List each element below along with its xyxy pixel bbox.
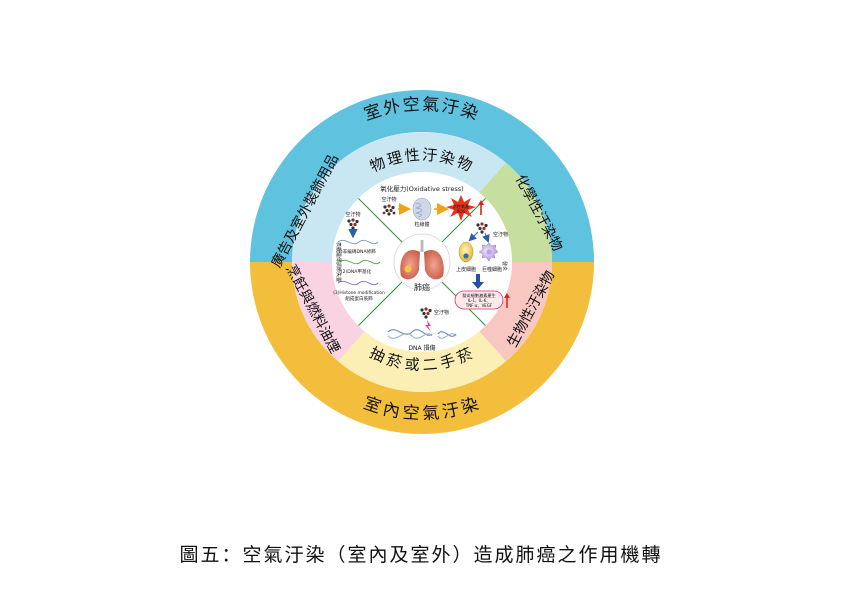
center-label: 肺癌	[414, 282, 430, 292]
bottom-pollutant-label: 空汙物	[434, 309, 449, 316]
right-pollutant-particles-icon	[476, 222, 488, 234]
right-increase-arrow-icon	[504, 293, 510, 308]
outer-ring-bottom	[250, 262, 594, 434]
left-pollutant-label: 空汙物	[345, 211, 360, 218]
dna-damage-label: DNA 損傷	[408, 344, 435, 352]
left-pollutant-particles-icon	[347, 218, 359, 230]
macrophage-icon	[478, 242, 499, 262]
dna-helix-icon	[387, 329, 457, 339]
cytokine-line-1: 發炎細胞激素產生	[462, 292, 496, 299]
quadrant-dna-damage: 空汙物 DNA 損傷	[387, 307, 457, 352]
epigenetic-item-3b: 組成蛋白裝飾	[345, 295, 373, 302]
segment-chemical	[479, 162, 552, 262]
dna-strand-icon	[337, 239, 379, 245]
down-arrow-icon	[472, 274, 484, 289]
segment-decor	[292, 162, 365, 262]
lung-illustration	[393, 233, 451, 291]
epithelial-cell-label: 上皮細胞	[456, 266, 476, 273]
cytokine-box	[454, 290, 504, 310]
quadrant-oxidative-stress: 氧化壓力(Oxidative stress) 空汙物 粒線體 活性氧基 ROS	[380, 184, 484, 228]
segment-biological	[479, 262, 552, 362]
figure-caption: 圖五：空氣汙染（室內及室外）造成肺癌之作用機轉	[179, 544, 663, 566]
ros-burst-icon	[446, 195, 476, 221]
quadrant-epigenetics: 空汙物 (1)非編碼DNA修飾 (2)DNA甲基化 (3)Histone mod…	[333, 211, 385, 302]
inflammation-side-label: 發炎	[501, 261, 508, 271]
right-pollutant-label: 空汙物	[493, 231, 508, 238]
outer-ring-top	[250, 90, 594, 262]
cytokine-line-3: TNF-α、VEGF	[465, 303, 493, 308]
mitochondria-label: 粒線體	[414, 221, 429, 228]
histone-dna-icon	[337, 280, 379, 286]
outer-ring: 室外空氣汙染 室內空氣汙染	[250, 90, 594, 434]
increase-arrow-icon	[478, 200, 484, 215]
ros-label: 活性氧基	[453, 203, 469, 209]
ros-sub-label: ROS	[457, 209, 466, 214]
lightning-icon	[425, 320, 431, 332]
segment-cooking	[292, 262, 365, 362]
epigenetic-item-2: (2)DNA甲基化	[341, 268, 372, 275]
pollutant-particles-icon	[382, 204, 396, 216]
cytokine-line-2: IL-1、IL-6、	[468, 298, 491, 303]
oxidative-stress-title: 氧化壓力(Oxidative stress)	[380, 184, 463, 193]
quadrant-inflammation: 空汙物 上皮細胞 巨噬細胞 發炎 發炎細胞激素產生 IL-1、IL-6、 TNF…	[454, 222, 510, 310]
epigenetic-item-3a: (3)Histone modification	[333, 290, 385, 296]
epigenetic-side-label: 表觀遺傳調節失靈	[335, 242, 342, 282]
top-pollutant-label: 空汙物	[381, 196, 396, 203]
segment-smoking	[338, 331, 506, 392]
methylation-dna-icon	[339, 259, 381, 265]
epithelial-cell-icon	[458, 241, 474, 263]
bottom-pollutant-particles-icon	[420, 307, 432, 319]
macrophage-label: 巨噬細胞	[482, 266, 502, 273]
segment-physical	[338, 132, 506, 193]
mitochondria-icon	[412, 197, 432, 221]
epigenetic-item-1: (1)非編碼DNA修飾	[336, 248, 376, 255]
